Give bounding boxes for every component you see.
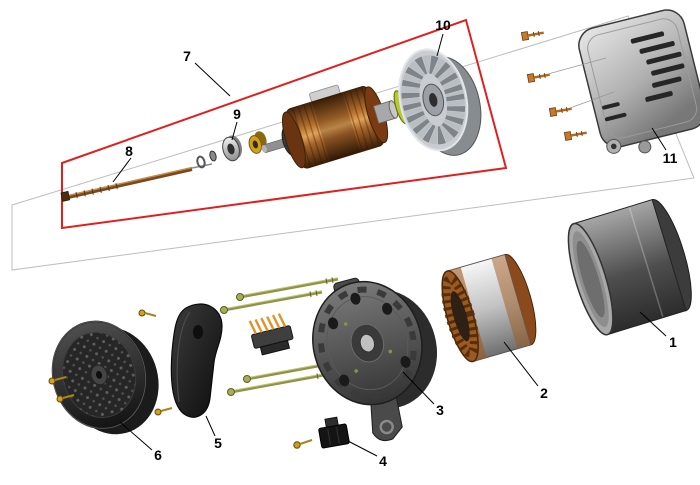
part-label-10: 10: [435, 17, 451, 33]
small-screws: [48, 309, 173, 416]
part-label-5: 5: [214, 435, 222, 451]
leader-lines: [112, 33, 667, 457]
part-8-shaft: [60, 163, 213, 202]
bolt: [236, 277, 339, 301]
part-1-case: [567, 198, 692, 336]
part-11-screws: [520, 31, 615, 141]
construction-plane-outline: [11, 15, 695, 271]
shaft-threads: [75, 183, 118, 199]
vent-slots: [602, 31, 685, 122]
part-4-connector: [293, 416, 350, 449]
part-5-cover: [170, 303, 223, 418]
spacer: [248, 131, 267, 154]
part-labels: 1 2 3 4 5 6 7 8 9 10 11: [125, 17, 678, 469]
part-label-11: 11: [663, 150, 678, 166]
leader-line-3: [402, 371, 435, 405]
bolt: [227, 372, 330, 396]
part-label-4: 4: [379, 453, 387, 469]
leader-line-9: [231, 121, 238, 141]
screw: [154, 407, 173, 416]
part-label-6: 6: [154, 447, 162, 463]
leader-line-7: [194, 62, 231, 97]
part-label-9: 9: [233, 106, 241, 122]
leader-line-5: [205, 415, 216, 437]
part-3-front-bracket: [312, 277, 438, 442]
screw: [48, 376, 67, 385]
screw-pointer-line: [569, 91, 615, 109]
highlight-box: [61, 18, 508, 230]
part-label-3: 3: [436, 402, 444, 418]
screw: [520, 31, 544, 41]
part-10-fan: [398, 48, 482, 156]
screw: [563, 131, 587, 141]
bearing: [222, 135, 242, 162]
leader-line-8: [112, 157, 132, 183]
rotor-assembly: [261, 84, 409, 169]
screw: [526, 73, 550, 83]
part-9-bearing-set: [196, 131, 267, 169]
part-label-8: 8: [125, 143, 133, 159]
screw: [56, 394, 75, 403]
screw: [138, 309, 157, 317]
leader-line-10: [436, 33, 444, 57]
part-6-end-disc: [51, 320, 159, 435]
leader-line-4: [347, 440, 378, 457]
part-label-1: 1: [669, 334, 677, 350]
leader-line-1: [639, 311, 667, 337]
bolt: [220, 290, 323, 314]
leader-line-2: [503, 341, 539, 387]
screw: [548, 107, 572, 117]
part-11-rear-cover: [578, 9, 700, 154]
leader-line-6: [119, 421, 153, 451]
pins: [248, 313, 287, 335]
leader-line-11: [651, 127, 667, 151]
part-2-stator: [441, 253, 537, 363]
screw-pointer-line: [547, 57, 607, 75]
part-label-2: 2: [540, 385, 548, 401]
part-label-7: 7: [183, 48, 191, 64]
brush-holder: [248, 313, 294, 356]
